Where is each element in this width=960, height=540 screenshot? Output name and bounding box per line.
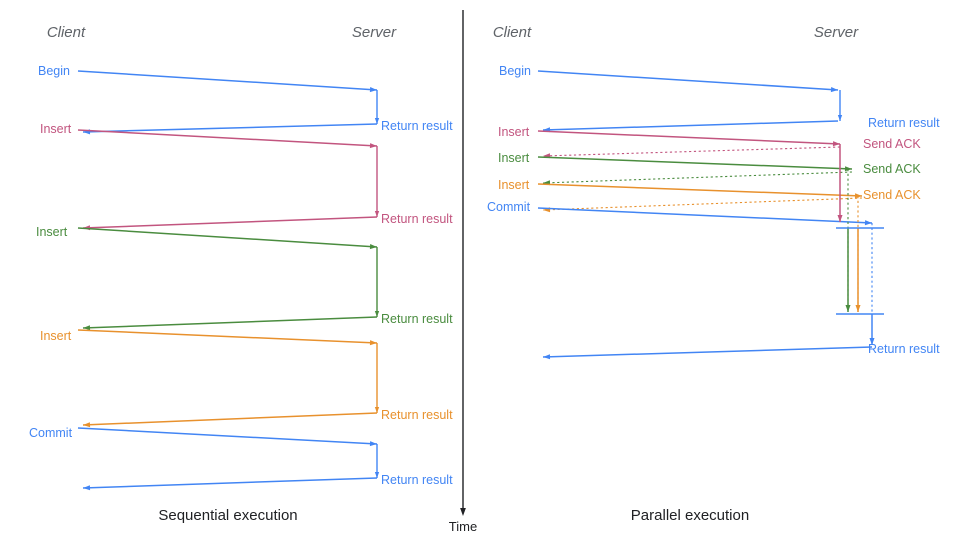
arrowhead-down — [869, 338, 875, 345]
message-arrow — [77, 227, 378, 248]
arrowhead — [369, 244, 377, 250]
message-parallel-6: Insert — [498, 178, 863, 199]
message-arrow — [537, 130, 841, 145]
message-parallel-4: Insert — [498, 151, 853, 172]
lane-header-server: Server — [352, 24, 397, 41]
panel-caption-sequential: Sequential execution — [158, 507, 297, 524]
message-arrow — [537, 207, 873, 224]
arrowhead — [830, 87, 838, 93]
message-parallel-2: Insert — [498, 125, 841, 147]
arrowhead-down — [374, 407, 380, 413]
message-label: Commit — [29, 426, 73, 440]
message-sequential-0: Begin — [38, 64, 378, 93]
arrowhead — [854, 193, 862, 199]
arrowhead — [369, 143, 377, 149]
message-arrow — [537, 156, 853, 170]
message-parallel-0: Begin — [499, 64, 839, 93]
message-sequential-2: Insert — [40, 122, 378, 149]
message-label: Insert — [498, 151, 530, 165]
arrowhead — [864, 220, 872, 226]
panel-caption-parallel: Parallel execution — [631, 507, 749, 524]
message-arrow — [537, 183, 863, 197]
message-label: Return result — [868, 116, 940, 130]
message-arrow — [537, 70, 839, 91]
message-label: Insert — [40, 329, 72, 343]
message-label: Return result — [381, 119, 453, 133]
message-label: Send ACK — [863, 162, 921, 176]
message-parallel-3: Send ACK — [542, 137, 921, 159]
final-return-label: Return result — [868, 342, 940, 356]
message-label: Insert — [498, 178, 530, 192]
arrowhead — [543, 354, 551, 360]
arrowhead — [83, 325, 91, 331]
message-sequential-5: Return result — [82, 247, 453, 331]
arrowhead — [369, 340, 377, 346]
message-label: Commit — [487, 200, 531, 214]
message-arrow — [82, 477, 378, 489]
arrowhead — [83, 422, 91, 428]
arrowhead — [369, 441, 377, 447]
lane-header-client: Client — [47, 24, 86, 41]
arrowhead-down — [374, 472, 380, 478]
time-axis: Time — [449, 10, 477, 534]
message-label: Insert — [36, 225, 68, 239]
time-axis-arrowhead — [460, 508, 466, 516]
message-arrow — [82, 123, 378, 133]
arrowhead — [844, 166, 852, 172]
message-label: Insert — [40, 122, 72, 136]
message-arrow — [82, 412, 378, 426]
message-sequential-4: Insert — [36, 225, 378, 250]
message-sequential-7: Return result — [82, 343, 453, 428]
lane-header-client: Client — [493, 24, 532, 41]
message-label: Send ACK — [863, 137, 921, 151]
message-arrow — [77, 129, 378, 147]
message-parallel-8: Commit — [487, 200, 873, 226]
message-arrow — [77, 329, 378, 344]
arrowhead-down — [374, 211, 380, 217]
arrowhead — [369, 87, 377, 93]
message-label: Send ACK — [863, 188, 921, 202]
message-parallel-5: Send ACK — [542, 162, 921, 186]
message-arrow — [82, 216, 378, 229]
final-return-arrow — [542, 346, 873, 358]
message-arrow — [542, 146, 841, 157]
message-sequential-1: Return result — [82, 90, 453, 135]
arrowhead — [83, 485, 91, 491]
message-label: Return result — [381, 408, 453, 422]
lane-header-server: Server — [814, 24, 859, 41]
message-label: Begin — [38, 64, 70, 78]
message-parallel-1: Return result — [542, 90, 940, 133]
arrowhead-down — [837, 215, 843, 222]
arrowhead-down — [855, 305, 861, 312]
arrowhead-down — [374, 311, 380, 317]
time-axis-label: Time — [449, 519, 477, 534]
message-label: Return result — [381, 312, 453, 326]
message-arrow — [77, 427, 378, 445]
arrowhead — [832, 141, 840, 147]
message-sequential-3: Return result — [82, 146, 453, 231]
message-label: Insert — [498, 125, 530, 139]
message-sequential-6: Insert — [40, 329, 378, 346]
message-label: Begin — [499, 64, 531, 78]
message-arrow — [77, 70, 378, 91]
message-arrow — [542, 120, 839, 131]
message-label: Return result — [381, 212, 453, 226]
message-arrow — [542, 171, 853, 184]
message-arrow — [82, 316, 378, 329]
message-sequential-9: Return result — [82, 444, 453, 491]
message-sequential-8: Commit — [29, 426, 378, 447]
message-arrow — [542, 197, 863, 211]
arrowhead-down — [845, 305, 851, 312]
message-label: Return result — [381, 473, 453, 487]
arrowhead-down — [837, 115, 843, 121]
arrowhead-down — [374, 118, 380, 124]
